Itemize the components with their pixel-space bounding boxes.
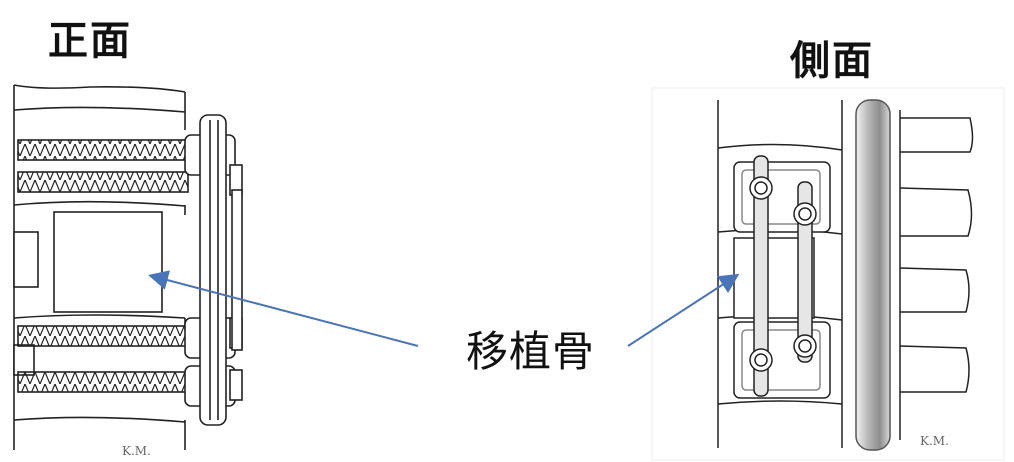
arrow-to-side-graft	[627, 273, 740, 347]
arrow-to-front-graft	[148, 270, 419, 347]
screw-upper-2	[17, 171, 189, 193]
bone-graft-front	[53, 211, 163, 313]
screw-upper-1	[17, 139, 189, 161]
screw-lower-1	[17, 325, 189, 347]
fixation-rod-side-2	[797, 181, 813, 363]
front-signature: K.M.	[122, 444, 151, 458]
side-view-title: 側面	[790, 38, 874, 84]
fixation-rod-side-1	[753, 155, 769, 397]
screw-lower-2	[17, 371, 189, 393]
front-view-drawing	[13, 84, 243, 450]
side-signature: K.M.	[920, 434, 949, 448]
spinal-cord	[855, 99, 891, 451]
front-view-title: 正面	[48, 18, 132, 64]
side-view-drawing	[651, 87, 1005, 461]
bone-graft-label: 移植骨	[466, 327, 596, 376]
fixation-rod-front	[199, 114, 227, 426]
